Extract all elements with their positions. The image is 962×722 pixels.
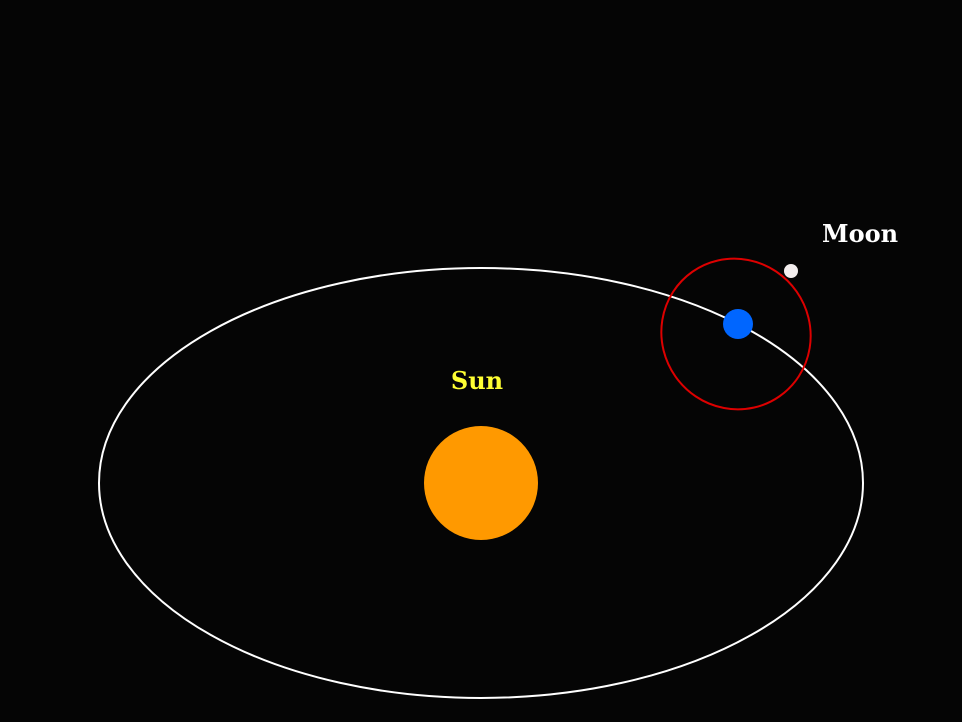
moon-label: Moon bbox=[822, 219, 898, 248]
sun-label: Sun bbox=[451, 366, 503, 395]
earth-orbit bbox=[98, 267, 864, 699]
earth bbox=[723, 309, 753, 339]
moon bbox=[784, 264, 798, 278]
sun bbox=[424, 426, 538, 540]
moon-orbit bbox=[660, 257, 812, 411]
